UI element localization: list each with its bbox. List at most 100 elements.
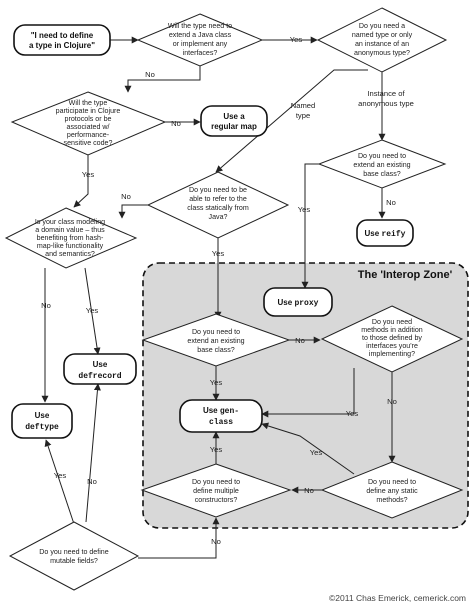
svg-text:benefiting from hash-: benefiting from hash- [37,234,104,242]
svg-text:methods?: methods? [376,496,407,504]
svg-text:Do you need: Do you need [372,318,412,326]
svg-text:map-like functionality: map-like functionality [37,242,104,250]
label-yes: Yes [210,378,223,387]
svg-text:implementing?: implementing? [369,350,415,358]
svg-text:interfaces you're: interfaces you're [366,342,418,350]
svg-text:Do you need a: Do you need a [359,22,405,30]
label-yes: Yes [346,409,359,418]
svg-text:an instance of an: an instance of an [355,40,409,48]
label-no: No [145,70,155,79]
svg-text:to those defined by: to those defined by [362,334,422,342]
decision-extend-java: Will the type need to extend a Java clas… [136,13,264,67]
decision-protocols: Will the type participate in Clojure pro… [10,91,167,156]
decision-mutable: Do you need to define mutable fields? [8,521,140,591]
start-line-1: "I need to define [31,31,94,40]
label-no: No [387,397,397,406]
start-line-2: a type in Clojure" [29,41,95,50]
svg-text:methods in addition: methods in addition [361,326,423,334]
label-yes: Yes [298,205,311,214]
edge-q1-no [124,66,201,93]
svg-text:Use gen-: Use gen- [203,406,239,416]
decision-static-methods: Do you need to define any static methods… [320,461,464,519]
label-yes: Yes [290,35,303,44]
label-yes: Yes [310,448,323,457]
label-no: No [386,198,396,207]
svg-text:extend an existing: extend an existing [353,161,410,169]
edge-anon-yes [301,163,319,289]
svg-text:Do you need to define: Do you need to define [39,548,108,556]
svg-text:able to refer to the: able to refer to the [189,195,247,203]
label-no: No [304,486,314,495]
svg-text:extend an existing: extend an existing [187,337,244,345]
svg-text:or implement any: or implement any [173,40,228,48]
svg-text:mutable fields?: mutable fields? [50,557,98,565]
terminal-reify: Use reify [356,219,414,247]
label-yes: Yes [86,306,99,315]
svg-text:class: class [209,418,233,427]
interop-zone-title: The 'Interop Zone' [358,269,453,281]
decision-named-or-anon: Do you need a named type or only an inst… [316,7,448,73]
edge-mutable-no-defrecord [85,383,101,523]
svg-text:Do you need to: Do you need to [192,478,240,486]
svg-text:Java?: Java? [209,213,228,221]
label-yes: Yes [212,249,225,258]
svg-text:define multiple: define multiple [193,487,239,495]
edge-q2-named [215,69,368,173]
svg-text:base class?: base class? [363,170,401,178]
label-no: No [211,537,221,546]
svg-text:named type or only: named type or only [352,31,413,39]
edge-domain-yes [84,267,101,355]
terminal-regular-map: Use a regular map [200,105,268,137]
svg-text:protocols or be: protocols or be [65,115,112,123]
label-instance-anon-2: anonymous type [358,99,414,108]
decision-domain-value: Is your class modeling a domain value – … [4,207,138,269]
svg-text:sensitive code?: sensitive code? [64,139,113,147]
edge-static-methods-yes [261,422,355,475]
label-named-type-2: type [296,111,310,120]
svg-text:class statically from: class statically from [187,204,249,212]
svg-text:Do you need to: Do you need to [358,152,406,160]
edge-methods-yes [261,368,355,418]
svg-text:Use: Use [35,411,50,420]
svg-text:associated w/: associated w/ [67,123,110,131]
svg-text:anonymous type?: anonymous type? [354,49,410,57]
svg-text:Use proxy: Use proxy [278,298,319,308]
start-node: "I need to define a type in Clojure" [13,24,111,56]
decision-constructors: Do you need to define multiple construct… [140,463,292,518]
edges [41,36,396,559]
svg-text:extend a Java class: extend a Java class [169,31,232,39]
terminal-gen-class: Use gen- class [179,399,263,433]
terminal-defrecord: Use defrecord [63,353,137,385]
label-no: No [295,336,305,345]
label-no: No [121,192,131,201]
credit-text: ©2011 Chas Emerick, cemerick.com [329,593,466,603]
svg-text:base class?: base class? [197,346,235,354]
svg-text:Will the type need to: Will the type need to [168,22,232,30]
svg-text:Do you need to: Do you need to [368,478,416,486]
svg-text:performance-: performance- [67,131,110,139]
edge-mutable-no [138,517,220,559]
svg-text:participate in Clojure: participate in Clojure [56,107,121,115]
decision-zone-extend: Do you need to extend an existing base c… [141,313,291,367]
label-yes: Yes [54,471,67,480]
svg-text:Use reify: Use reify [365,229,406,239]
svg-text:Use a: Use a [223,112,245,121]
label-named-type-1: Named [291,101,315,110]
label-yes: Yes [82,170,95,179]
decision-refer-static: Do you need to be able to refer to the c… [146,171,290,239]
svg-text:and semantics?: and semantics? [45,250,95,258]
edge-q3-yes [73,155,89,208]
svg-text:a domain value – thus: a domain value – thus [35,226,105,234]
label-instance-anon-1: Instance of [367,89,405,98]
terminal-deftype: Use deftype [11,403,73,439]
svg-text:interfaces?: interfaces? [183,49,218,57]
svg-text:defrecord: defrecord [78,372,121,381]
decision-methods-addition: Do you need methods in addition to those… [320,305,464,373]
svg-text:Do you need to be: Do you need to be [189,186,247,194]
svg-text:Will the type: Will the type [69,99,108,107]
edge-static-no [118,204,148,219]
terminal-proxy: Use proxy [263,287,333,317]
svg-text:Is your class modeling: Is your class modeling [35,218,105,226]
svg-text:Use: Use [93,360,108,369]
